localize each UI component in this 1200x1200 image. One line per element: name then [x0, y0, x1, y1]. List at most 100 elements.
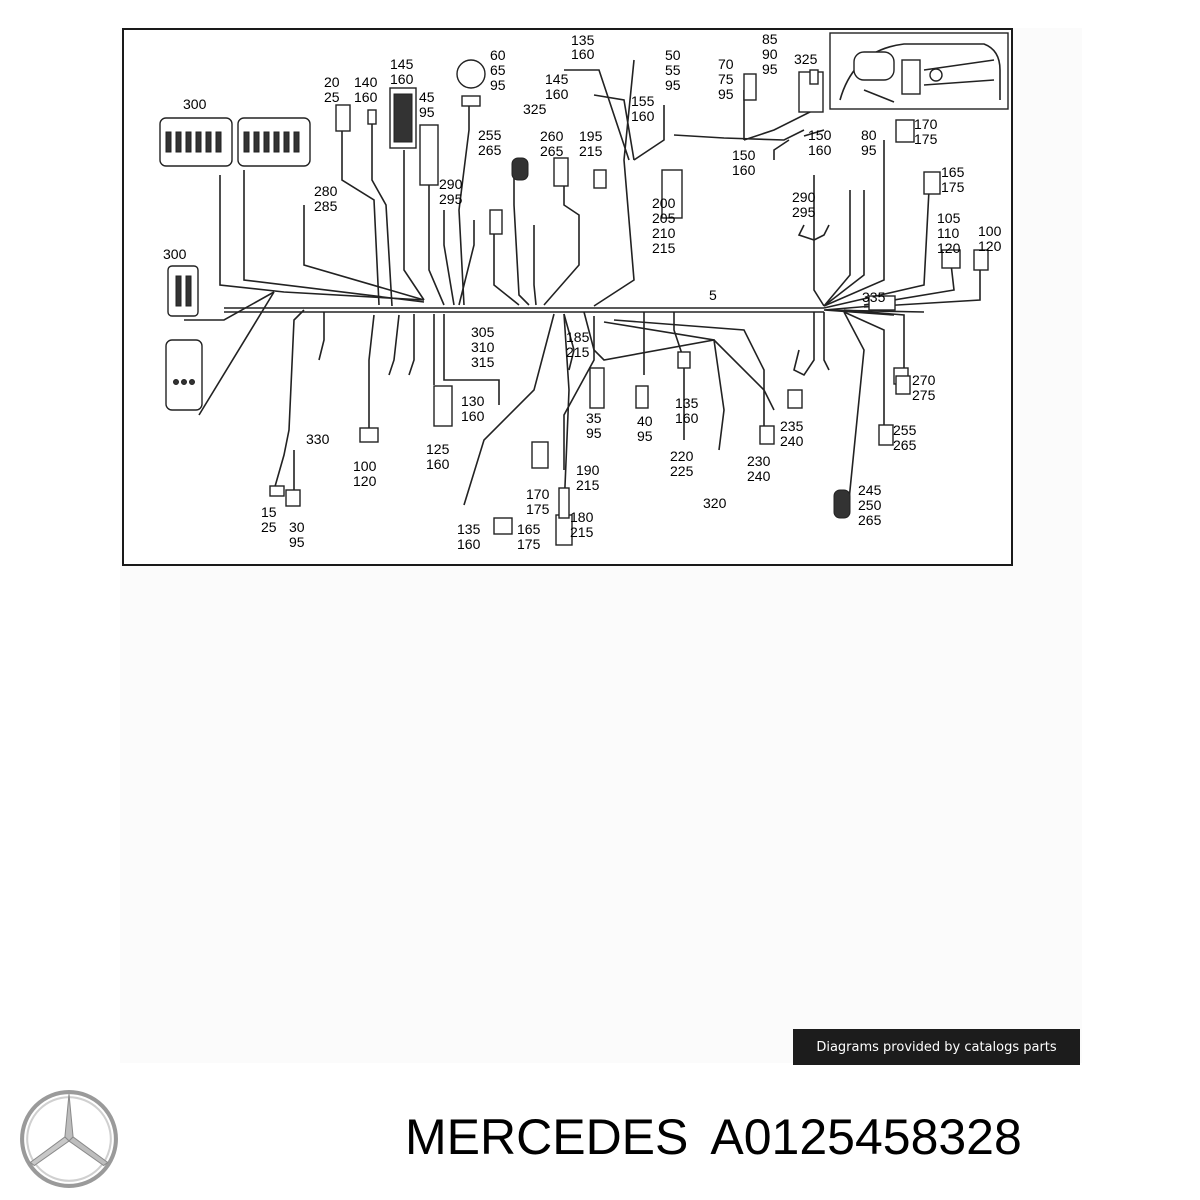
label-51: 170	[914, 116, 938, 132]
wiring-diagram: 300 300 20 25 140 160 145 160 45 95 60 6…	[122, 28, 1013, 566]
label-104: 160	[457, 536, 481, 552]
label-53: 165	[941, 164, 965, 180]
brand-name: MERCEDES	[405, 1109, 689, 1165]
label-19: 255	[478, 127, 502, 143]
label-94: 190	[576, 462, 600, 478]
label-100: 25	[261, 519, 277, 535]
label-16: 145	[545, 71, 569, 87]
label-39: 195	[579, 128, 603, 144]
label-47: 290	[439, 176, 463, 192]
label-67: 185	[566, 329, 590, 345]
part-title: MERCEDES A0125458328	[405, 1108, 1044, 1166]
label-54: 175	[941, 179, 965, 195]
label-83: 120	[353, 473, 377, 489]
label-88: 220	[670, 448, 694, 464]
label-12: 65	[490, 62, 506, 78]
label-92: 170	[526, 486, 550, 502]
label-58: 110	[937, 225, 960, 241]
label-52: 175	[914, 131, 938, 147]
label-103: 135	[457, 521, 481, 537]
label-29: 85	[762, 31, 778, 47]
label-109: 320	[703, 495, 727, 511]
label-68: 215	[566, 344, 590, 360]
label-36: 160	[732, 162, 756, 178]
label-27: 75	[718, 71, 734, 87]
label-108: 215	[570, 524, 594, 540]
label-31: 95	[762, 61, 778, 77]
label-74: 95	[637, 428, 653, 444]
label-95: 215	[576, 477, 600, 493]
label-85: 160	[426, 456, 450, 472]
part-labels: 300 300 20 25 140 160 145 160 45 95 60 6…	[163, 31, 1002, 552]
label-63: 335	[862, 289, 886, 305]
label-81: 330	[306, 431, 330, 447]
label-10: 95	[419, 104, 435, 120]
label-75: 135	[675, 395, 699, 411]
mercedes-star-icon	[20, 1090, 118, 1188]
label-69: 130	[461, 393, 485, 409]
label-15: 160	[571, 46, 595, 62]
label-90: 230	[747, 453, 771, 469]
label-61: 120	[978, 238, 1002, 254]
label-38: 265	[540, 143, 564, 159]
label-25: 160	[631, 108, 655, 124]
label-23: 95	[665, 77, 681, 93]
label-46: 285	[314, 198, 338, 214]
label-9: 45	[419, 89, 435, 105]
label-60: 100	[978, 223, 1002, 239]
label-28: 95	[718, 86, 734, 102]
label-33: 150	[808, 127, 832, 143]
label-78: 240	[780, 433, 804, 449]
label-4: 25	[324, 89, 340, 105]
label-55: 290	[792, 189, 816, 205]
label-24: 155	[631, 93, 655, 109]
label-105: 165	[517, 521, 541, 537]
label-57: 105	[937, 210, 961, 226]
label-48: 295	[439, 191, 463, 207]
label-22: 55	[665, 62, 681, 78]
label-93: 175	[526, 501, 550, 517]
label-107: 180	[570, 509, 594, 525]
label-3: 20	[324, 74, 340, 90]
label-72: 95	[586, 425, 602, 441]
label-45: 280	[314, 183, 338, 199]
harness-branches	[184, 59, 981, 511]
label-21: 50	[665, 47, 681, 63]
label-76: 160	[675, 410, 699, 426]
label-62: 5	[709, 287, 717, 303]
label-70: 160	[461, 408, 485, 424]
diagram-credit-banner: Diagrams provided by catalogs parts	[793, 1029, 1080, 1065]
label-73: 40	[637, 413, 653, 429]
label-7: 145	[390, 56, 414, 72]
label-80: 275	[912, 387, 936, 403]
connectors	[159, 59, 989, 546]
label-2: 300	[163, 246, 187, 262]
label-99: 15	[261, 504, 277, 520]
label-42: 205	[652, 210, 676, 226]
label-102: 95	[289, 534, 305, 550]
label-37: 260	[540, 128, 564, 144]
label-40: 215	[579, 143, 603, 159]
label-49: 80	[861, 127, 877, 143]
label-26: 70	[718, 56, 734, 72]
label-6: 160	[354, 89, 378, 105]
label-82: 100	[353, 458, 377, 474]
label-30: 90	[762, 46, 778, 62]
label-71: 35	[586, 410, 602, 426]
label-64: 305	[471, 324, 495, 340]
label-79: 270	[912, 372, 936, 388]
label-50: 95	[861, 142, 877, 158]
label-5: 140	[354, 74, 378, 90]
label-44: 215	[652, 240, 676, 256]
label-96: 245	[858, 482, 882, 498]
label-106: 175	[517, 536, 541, 552]
label-77: 235	[780, 418, 804, 434]
label-35: 150	[732, 147, 756, 163]
label-66: 315	[471, 354, 495, 370]
label-59: 120	[937, 240, 961, 256]
part-number: A0125458328	[710, 1109, 1022, 1165]
label-14: 135	[571, 32, 595, 48]
label-20: 265	[478, 142, 502, 158]
label-86: 255	[893, 422, 917, 438]
label-97: 250	[858, 497, 882, 513]
